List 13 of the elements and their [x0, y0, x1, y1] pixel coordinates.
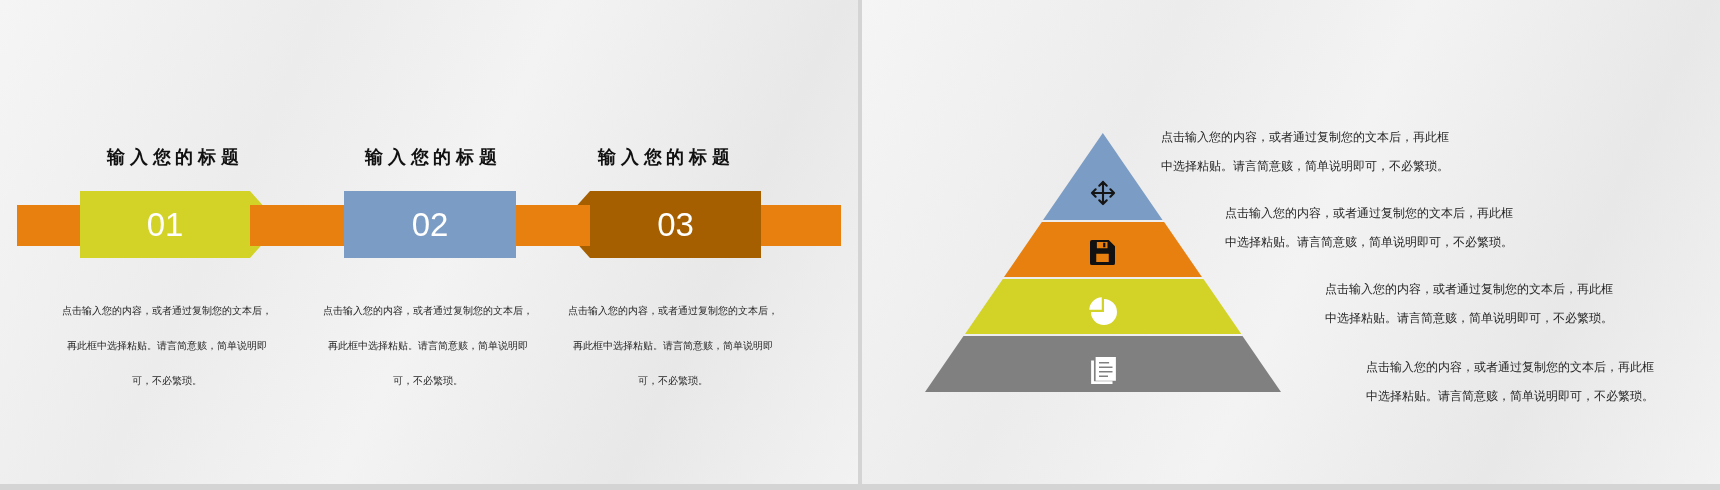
step-number: 01: [146, 206, 184, 243]
step-heading: 输入您的标题: [105, 147, 244, 167]
body-text: 点击输入您的内容，或者通过复制您的文本后，再此框中选择粘贴。请言简意赅，简单说明即可，不必繁琐。: [1325, 280, 1614, 327]
body-text: 点击输入您的内容，或者通过复制您的文本后，再此框中选择粘贴。请言简意赅，简单说明即可，不必繁琐。: [1225, 204, 1514, 251]
step-number: 02: [411, 206, 449, 243]
body-text: 点击输入您的内容，或者通过复制您的文本后，再此框中选择粘贴。请言简意赅，简单说明即可，不必繁琐。: [322, 303, 534, 388]
step-heading: 输入您的标题: [596, 147, 735, 167]
body-text: 点击输入您的内容，或者通过复制您的文本后，再此框中选择粘贴。请言简意赅，简单说明即可，不必繁琐。: [61, 303, 273, 388]
body-text: 点击输入您的内容，或者通过复制您的文本后，再此框中选择粘贴。请言简意赅，简单说明即可，不必繁琐。: [1366, 358, 1655, 405]
step-number: 03: [657, 206, 694, 243]
step-heading: 输入您的标题: [363, 147, 502, 167]
body-text: 点击输入您的内容，或者通过复制您的文本后，再此框中选择粘贴。请言简意赅，简单说明即可，不必繁琐。: [567, 303, 779, 388]
body-text: 点击输入您的内容，或者通过复制您的文本后，再此框中选择粘贴。请言简意赅，简单说明即可，不必繁琐。: [1161, 128, 1450, 175]
